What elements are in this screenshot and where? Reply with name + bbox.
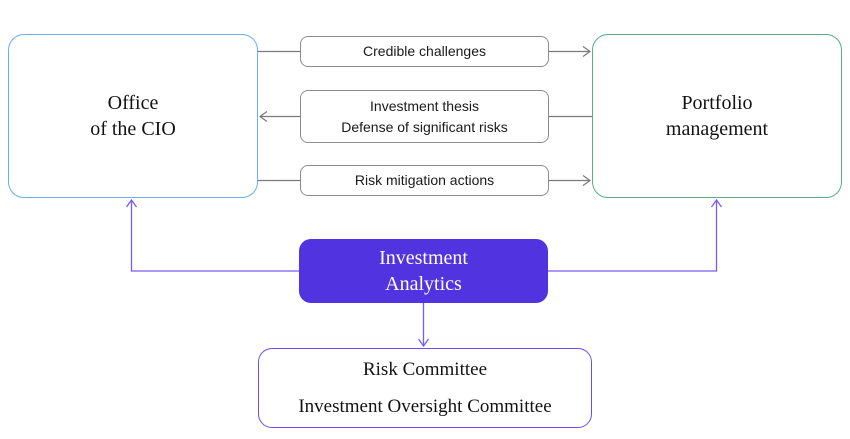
credible-challenges-box: Credible challenges xyxy=(300,36,549,67)
analytics-label-line1: Investment xyxy=(379,247,468,269)
investment-analytics-box: Investment Analytics xyxy=(299,239,548,303)
risk-mitigation-label: Risk mitigation actions xyxy=(354,172,495,189)
analytics-label-line2: Analytics xyxy=(385,273,462,295)
office-label-line2: of the CIO xyxy=(90,118,176,140)
portfolio-label-line1: Portfolio xyxy=(681,91,753,114)
investment-thesis-label-line1: Investment thesis xyxy=(370,98,479,115)
office-label-line1: Office xyxy=(107,91,159,114)
investment-oversight-committee-label: Investment Oversight Committee xyxy=(298,395,552,417)
committees-box: Risk Committee Investment Oversight Comm… xyxy=(258,348,592,428)
risk-mitigation-box: Risk mitigation actions xyxy=(300,165,549,196)
credible-challenges-label: Credible challenges xyxy=(363,43,486,60)
investment-thesis-label-line2: Defense of significant risks xyxy=(341,118,508,135)
office-of-the-cio-box: Office of the CIO xyxy=(8,34,258,198)
arrow-analytics-to-portfolio xyxy=(548,198,723,272)
portfolio-management-box: Portfolio management xyxy=(592,34,842,198)
investment-thesis-box: Investment thesis Defense of significant… xyxy=(300,90,549,143)
arrow-analytics-to-office xyxy=(125,198,299,272)
portfolio-label-line2: management xyxy=(665,118,769,140)
risk-committee-label: Risk Committee xyxy=(362,358,488,380)
